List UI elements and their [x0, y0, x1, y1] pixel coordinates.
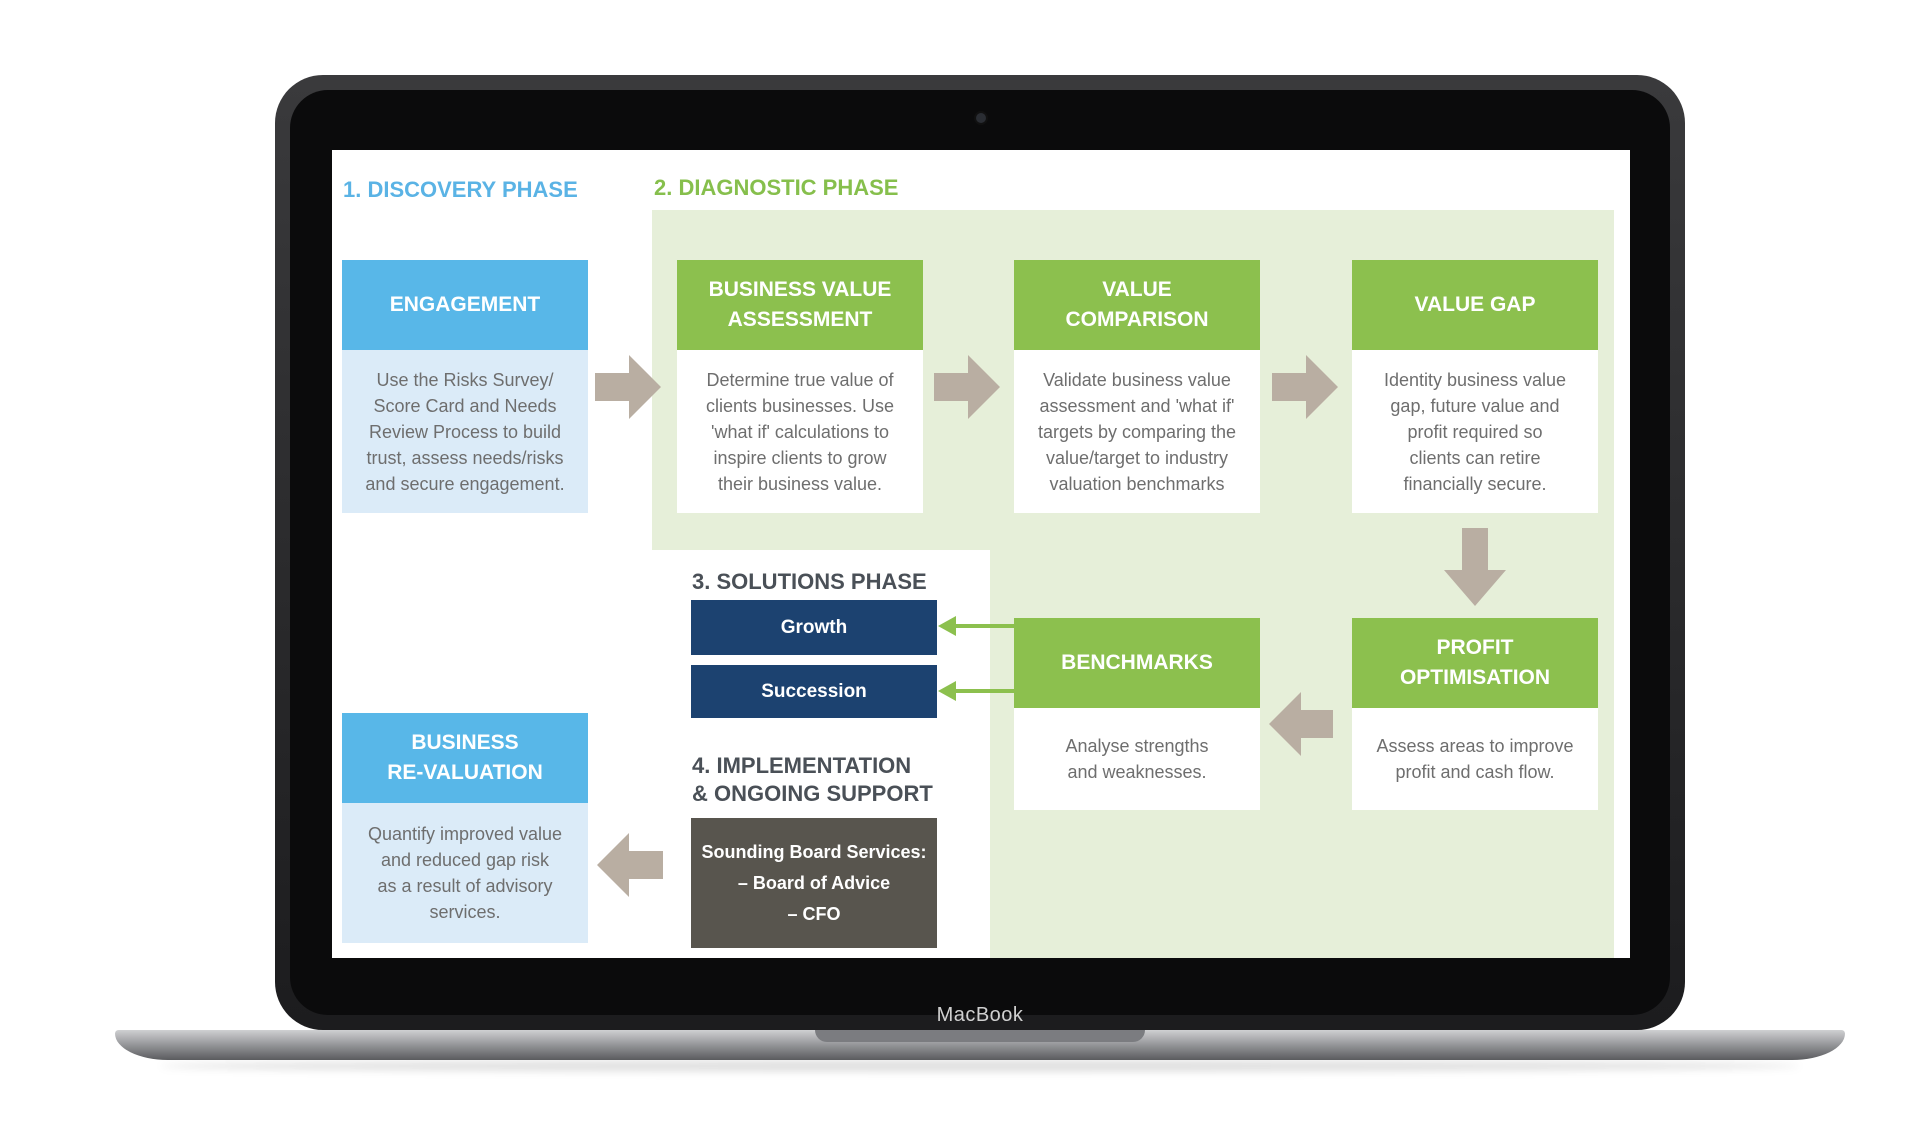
business-value-assessment-box: BUSINESS VALUE ASSESSMENT Determine true…: [677, 260, 923, 513]
business-revaluation-title: BUSINESS RE-VALUATION: [342, 713, 588, 803]
value-gap-text: Identity business value gap, future valu…: [1352, 350, 1598, 513]
benchmarks-box: BENCHMARKS Analyse strengths and weaknes…: [1014, 618, 1260, 810]
arrow-left-icon: [1269, 692, 1333, 756]
succession-button[interactable]: Succession: [691, 665, 937, 718]
arrow-right-icon: [1272, 355, 1338, 419]
value-comparison-title: VALUE COMPARISON: [1014, 260, 1260, 350]
business-revaluation-box: BUSINESS RE-VALUATION Quantify improved …: [342, 713, 588, 943]
profit-optimisation-box: PROFIT OPTIMISATION Assess areas to impr…: [1352, 618, 1598, 810]
engagement-title: ENGAGEMENT: [342, 260, 588, 350]
arrow-left-thin-icon: [938, 616, 1016, 636]
business-revaluation-text: Quantify improved value and reduced gap …: [342, 803, 588, 943]
engagement-box: ENGAGEMENT Use the Risks Survey/ Score C…: [342, 260, 588, 513]
profit-optimisation-text: Assess areas to improve profit and cash …: [1352, 708, 1598, 810]
arrow-right-icon: [595, 355, 661, 419]
value-gap-title: VALUE GAP: [1352, 260, 1598, 350]
sounding-board-item-cfo: – CFO: [787, 903, 841, 924]
device-label: MacBook: [936, 1004, 1024, 1026]
arrow-left-icon: [597, 833, 663, 897]
laptop-notch: [815, 1030, 1145, 1042]
value-comparison-box: VALUE COMPARISON Validate business value…: [1014, 260, 1260, 513]
sounding-board-box: Sounding Board Services: – Board of Advi…: [691, 818, 937, 948]
webcam-icon: [976, 113, 986, 123]
screen: 1. DISCOVERY PHASE 2. DIAGNOSTIC PHASE 3…: [332, 150, 1630, 958]
discovery-phase-title: 1. DISCOVERY PHASE: [343, 177, 578, 202]
arrow-down-icon: [1444, 528, 1506, 606]
solutions-phase-title: 3. SOLUTIONS PHASE: [692, 569, 927, 594]
implementation-phase-title: 4. IMPLEMENTATION & ONGOING SUPPORT: [692, 753, 933, 806]
engagement-text: Use the Risks Survey/ Score Card and Nee…: [342, 350, 588, 513]
business-value-assessment-title: BUSINESS VALUE ASSESSMENT: [677, 260, 923, 350]
sounding-board-item-board-of-advice: – Board of Advice: [737, 872, 891, 893]
value-gap-box: VALUE GAP Identity business value gap, f…: [1352, 260, 1598, 513]
sounding-board-title: Sounding Board Services:: [701, 841, 927, 862]
profit-optimisation-title: PROFIT OPTIMISATION: [1352, 618, 1598, 708]
diagnostic-phase-title: 2. DIAGNOSTIC PHASE: [654, 175, 899, 200]
benchmarks-text: Analyse strengths and weaknesses.: [1014, 708, 1260, 810]
growth-button[interactable]: Growth: [691, 600, 937, 655]
value-comparison-text: Validate business value assessment and '…: [1014, 350, 1260, 513]
laptop-shadow: [160, 1060, 1800, 1072]
benchmarks-title: BENCHMARKS: [1014, 618, 1260, 708]
arrow-right-icon: [934, 355, 1000, 419]
arrow-left-thin-icon: [938, 681, 1016, 701]
business-value-assessment-text: Determine true value of clients business…: [677, 350, 923, 513]
